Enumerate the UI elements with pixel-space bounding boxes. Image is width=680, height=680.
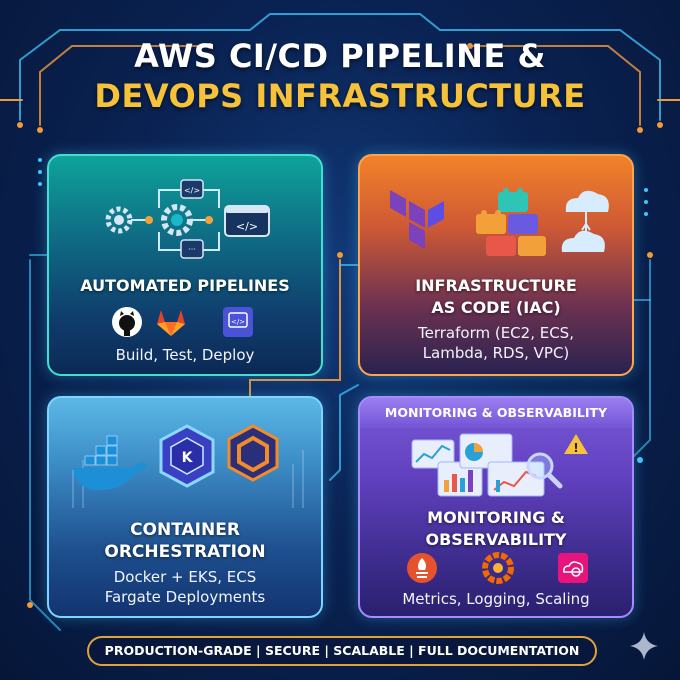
codepipeline-icon: </> — [223, 307, 253, 337]
iac-illustration — [390, 188, 609, 256]
page-title: AWS CI/CD PIPELINE & DEVOPS INFRASTRUCTU… — [0, 40, 680, 112]
fargate-icon — [227, 424, 279, 482]
building-blocks-icon — [476, 188, 546, 256]
code-window-icon: </> — [180, 179, 204, 199]
svg-text:K: K — [182, 450, 194, 466]
card-title: AUTOMATED PIPELINES — [80, 276, 290, 295]
card-subtitle: Build, Test, Deploy — [115, 346, 255, 364]
gitlab-icon — [157, 310, 185, 336]
svg-text:</>: </> — [184, 186, 200, 195]
card-subtitle-line-1: Docker + EKS, ECS — [113, 568, 257, 586]
github-icon — [112, 307, 142, 337]
code-window-icon: ··· — [180, 239, 204, 259]
card-title-line-2: AS CODE (IAC) — [431, 298, 561, 317]
card-title-line-1: MONITORING & — [427, 508, 565, 527]
code-window-icon: </> — [224, 205, 270, 237]
svg-text:!: ! — [573, 441, 578, 455]
card-title-line-1: CONTAINER — [130, 520, 240, 540]
grafana-icon — [482, 552, 514, 584]
title-line-2: DEVOPS INFRASTRUCTURE — [94, 77, 586, 115]
svg-text:</>: </> — [236, 220, 258, 233]
sparkle-icon — [630, 632, 658, 660]
docker-icon — [73, 435, 147, 491]
card-title-line-1: INFRASTRUCTURE — [415, 276, 577, 295]
terraform-icon — [390, 190, 444, 249]
gear-icon — [161, 204, 193, 236]
card-subtitle-line-1: Terraform (EC2, ECS, — [418, 324, 574, 342]
pipeline-flow-illustration: </> ··· </> — [105, 179, 270, 259]
monitoring-illustration: ! — [411, 433, 588, 497]
tool-logos-row — [407, 552, 588, 584]
card-subtitle-line-2: Fargate Deployments — [104, 588, 266, 606]
prometheus-icon — [407, 553, 437, 583]
card-monitoring-observability: MONITORING & OBSERVABILITY ! MONITORING … — [358, 396, 634, 618]
svg-text:</>: </> — [231, 318, 245, 326]
cloudwatch-icon — [558, 553, 588, 583]
card-title-line-2: OBSERVABILITY — [425, 530, 567, 549]
container-illustration: K — [72, 424, 304, 508]
card-automated-pipelines: </> ··· </> AUTOMATED PIPELINES </> — [47, 154, 323, 376]
cloud-upload-icon — [561, 190, 609, 252]
card-header-banner: MONITORING & OBSERVABILITY — [360, 398, 632, 428]
svg-text:···: ··· — [188, 245, 196, 254]
magnifier-icon — [526, 452, 563, 489]
tool-logos-row: </> — [112, 307, 253, 337]
card-infrastructure-as-code: INFRASTRUCTURE AS CODE (IAC) Terraform (… — [358, 154, 634, 376]
dashboard-icon — [411, 433, 545, 497]
card-subtitle: Metrics, Logging, Scaling — [402, 590, 590, 608]
eks-icon: K — [159, 424, 215, 488]
warning-icon: ! — [564, 434, 588, 455]
gear-icon — [105, 206, 133, 234]
title-line-1: AWS CI/CD PIPELINE & — [134, 37, 546, 75]
footer-banner: PRODUCTION-GRADE | SECURE | SCALABLE | F… — [87, 636, 597, 666]
card-title-line-2: ORCHESTRATION — [104, 542, 266, 562]
card-subtitle-line-2: Lambda, RDS, VPC) — [422, 344, 570, 362]
card-container-orchestration: K CONTAINER ORCHESTRATION Docker + EKS, … — [47, 396, 323, 618]
